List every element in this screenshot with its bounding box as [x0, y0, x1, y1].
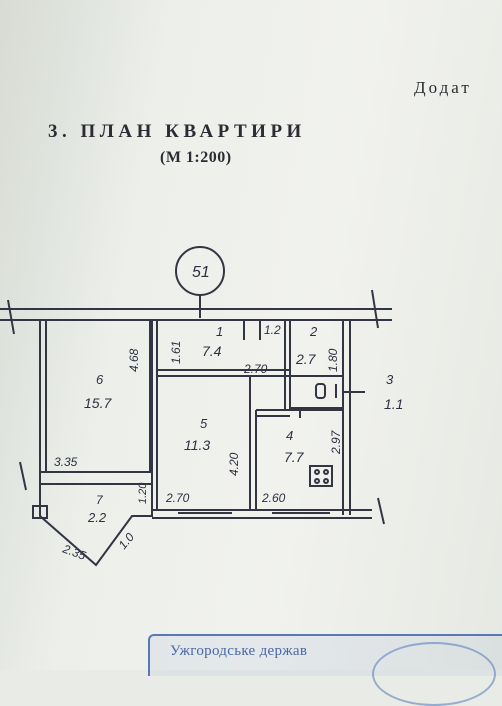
- plan-walls: [0, 246, 392, 567]
- dimension-1-61: 1.61: [169, 341, 183, 364]
- dimension-4-68: 4.68: [127, 348, 141, 372]
- room-3-id: 3: [386, 372, 394, 387]
- room-6-id: 6: [96, 372, 104, 387]
- room-7-id: 7: [96, 493, 104, 507]
- paper-background: [0, 0, 502, 670]
- dimension-2-35: 2.35: [60, 541, 88, 563]
- dimension-1-2: 1.2: [264, 323, 281, 337]
- stamp-seal: [372, 642, 496, 706]
- room-2-area: 2.7: [295, 351, 317, 367]
- dimension-2-60: 2.60: [261, 491, 286, 505]
- room-7-area: 2.2: [87, 510, 107, 525]
- dimension-2-97: 2.97: [329, 429, 343, 455]
- room-1-area: 7.4: [202, 343, 222, 359]
- room-3-area: 1.1: [384, 396, 403, 412]
- dimension-1-80: 1.80: [326, 348, 340, 372]
- room-2-id: 2: [309, 324, 318, 339]
- room-4-area: 7.7: [284, 449, 305, 465]
- plan-number: 51: [192, 264, 210, 281]
- room-5-id: 5: [200, 416, 208, 431]
- dimension-3-35: 3.35: [54, 455, 78, 469]
- room-1-id: 1: [216, 324, 223, 339]
- dimension-2-70-corridor: 2.70: [243, 362, 268, 376]
- dimension-2-70-room5: 2.70: [165, 491, 190, 505]
- scale-label: (М 1:200): [160, 149, 232, 166]
- dimension-1-20: 1.20: [137, 482, 149, 504]
- room-labels: 51 1 7.4 2 2.7 3 1.1 4 7.7 5 11.3 6 15.7…: [84, 264, 403, 525]
- appendix-label: Додат: [414, 78, 472, 97]
- room-6-area: 15.7: [84, 395, 112, 411]
- room-5-area: 11.3: [184, 437, 210, 453]
- dimension-4-20: 4.20: [227, 452, 241, 476]
- floor-plan: 51 1 7.4 2 2.7 3 1.1 4 7.7 5 11.3 6 15.7…: [0, 246, 403, 567]
- room-4-id: 4: [286, 428, 293, 443]
- stamp-text: Ужгородське держав: [170, 643, 308, 659]
- page-title: 3. ПЛАН КВАРТИРИ: [48, 121, 306, 142]
